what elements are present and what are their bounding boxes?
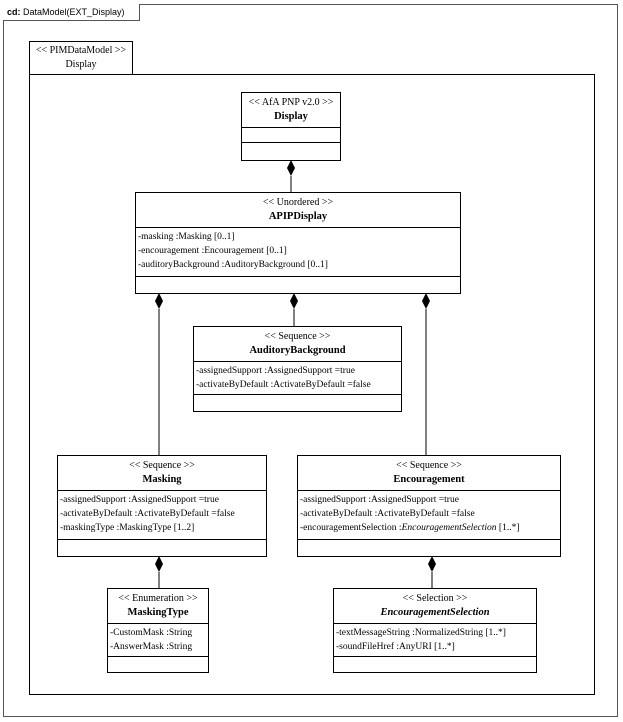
class-attribute: -textMessageString :NormalizedString [1.… [336, 628, 506, 638]
class-stereotype: << Enumeration >> [118, 593, 198, 604]
class-masking: << Sequence >> Masking -assignedSupport … [57, 455, 267, 557]
class-attributes-compartment: -textMessageString :NormalizedString [1.… [334, 623, 536, 656]
class-operations-compartment [334, 656, 536, 671]
class-attribute: -activateByDefault :ActivateByDefault =f… [196, 380, 371, 390]
class-attribute: -assignedSupport :AssignedSupport =true [300, 495, 459, 505]
class-encouragement: << Sequence >> Encouragement -assignedSu… [297, 455, 561, 557]
class-attributes-compartment: -assignedSupport :AssignedSupport =true … [194, 361, 401, 394]
class-operations-compartment [298, 539, 560, 555]
class-attributes-compartment: -assignedSupport :AssignedSupport =true … [58, 490, 266, 539]
class-name: Encouragement [393, 474, 465, 485]
class-attributes-compartment: -masking :Masking [0..1] -encouragement … [136, 227, 460, 276]
class-encouragement-selection: << Selection >> EncouragementSelection -… [333, 588, 537, 673]
class-attribute: -auditoryBackground :AuditoryBackground … [138, 260, 328, 270]
class-attribute: -CustomMask :String [110, 628, 193, 638]
composition-diamond-apip-masking [155, 293, 163, 309]
composition-diamond-encouragement [428, 556, 436, 572]
class-attribute: -activateByDefault :ActivateByDefault =f… [300, 509, 475, 519]
class-operations-compartment [194, 394, 401, 410]
composition-diamond-display [287, 160, 295, 176]
class-attribute: -activateByDefault :ActivateByDefault =f… [60, 509, 235, 519]
class-stereotype: << Sequence >> [129, 460, 195, 471]
class-attribute: -encouragementSelection :EncouragementSe… [300, 523, 520, 533]
class-attribute: -soundFileHref :AnyURI [1..*] [336, 642, 455, 652]
class-attributes-compartment: -assignedSupport :AssignedSupport =true … [298, 490, 560, 539]
class-operations-compartment [58, 539, 266, 555]
diagram-frame [3, 4, 618, 717]
class-operations-compartment [108, 656, 208, 671]
class-attribute: -maskingType :MaskingType [1..2] [60, 523, 195, 533]
class-stereotype: << AfA PNP v2.0 >> [248, 97, 334, 108]
class-stereotype: << Unordered >> [262, 197, 334, 208]
class-masking-type: << Enumeration >> MaskingType -CustomMas… [107, 588, 209, 673]
class-name: APIPDisplay [268, 211, 328, 222]
class-attribute: -assignedSupport :AssignedSupport =true [60, 495, 219, 505]
class-operations-compartment [242, 142, 340, 158]
class-stereotype: << Sequence >> [264, 331, 331, 342]
class-attributes-compartment [242, 127, 340, 142]
class-stereotype: << Selection >> [402, 593, 468, 604]
class-name: EncouragementSelection [380, 607, 490, 618]
package-name: Display [65, 59, 97, 70]
package-stereotype: << PIMDataModel >> [35, 45, 127, 56]
composition-diamond-apip-auditory [290, 293, 298, 309]
class-attribute: -masking :Masking [0..1] [138, 232, 235, 242]
class-name: Masking [142, 474, 182, 485]
class-operations-compartment [136, 276, 460, 292]
class-display: << AfA PNP v2.0 >> Display [241, 92, 341, 161]
class-stereotype: << Sequence >> [396, 460, 462, 471]
composition-diamond-apip-encouragement [422, 293, 430, 309]
diagram-frame-label: cd: DataModel(EXT_Display) [3, 4, 140, 21]
class-attributes-compartment: -CustomMask :String -AnswerMask :String [108, 623, 208, 656]
class-name: AuditoryBackground [249, 345, 346, 356]
package-tab: << PIMDataModel >> Display [29, 41, 133, 75]
class-auditory-background: << Sequence >> AuditoryBackground -assig… [193, 326, 402, 412]
class-apip-display: << Unordered >> APIPDisplay -masking :Ma… [135, 192, 461, 294]
class-attribute: -assignedSupport :AssignedSupport =true [196, 366, 355, 376]
class-attribute: -AnswerMask :String [110, 642, 193, 652]
class-attribute: -encouragement :Encouragement [0..1] [138, 246, 287, 256]
composition-diamond-masking [155, 556, 163, 572]
class-name: Display [274, 111, 308, 122]
package-body [29, 74, 595, 695]
class-name: MaskingType [127, 607, 189, 618]
